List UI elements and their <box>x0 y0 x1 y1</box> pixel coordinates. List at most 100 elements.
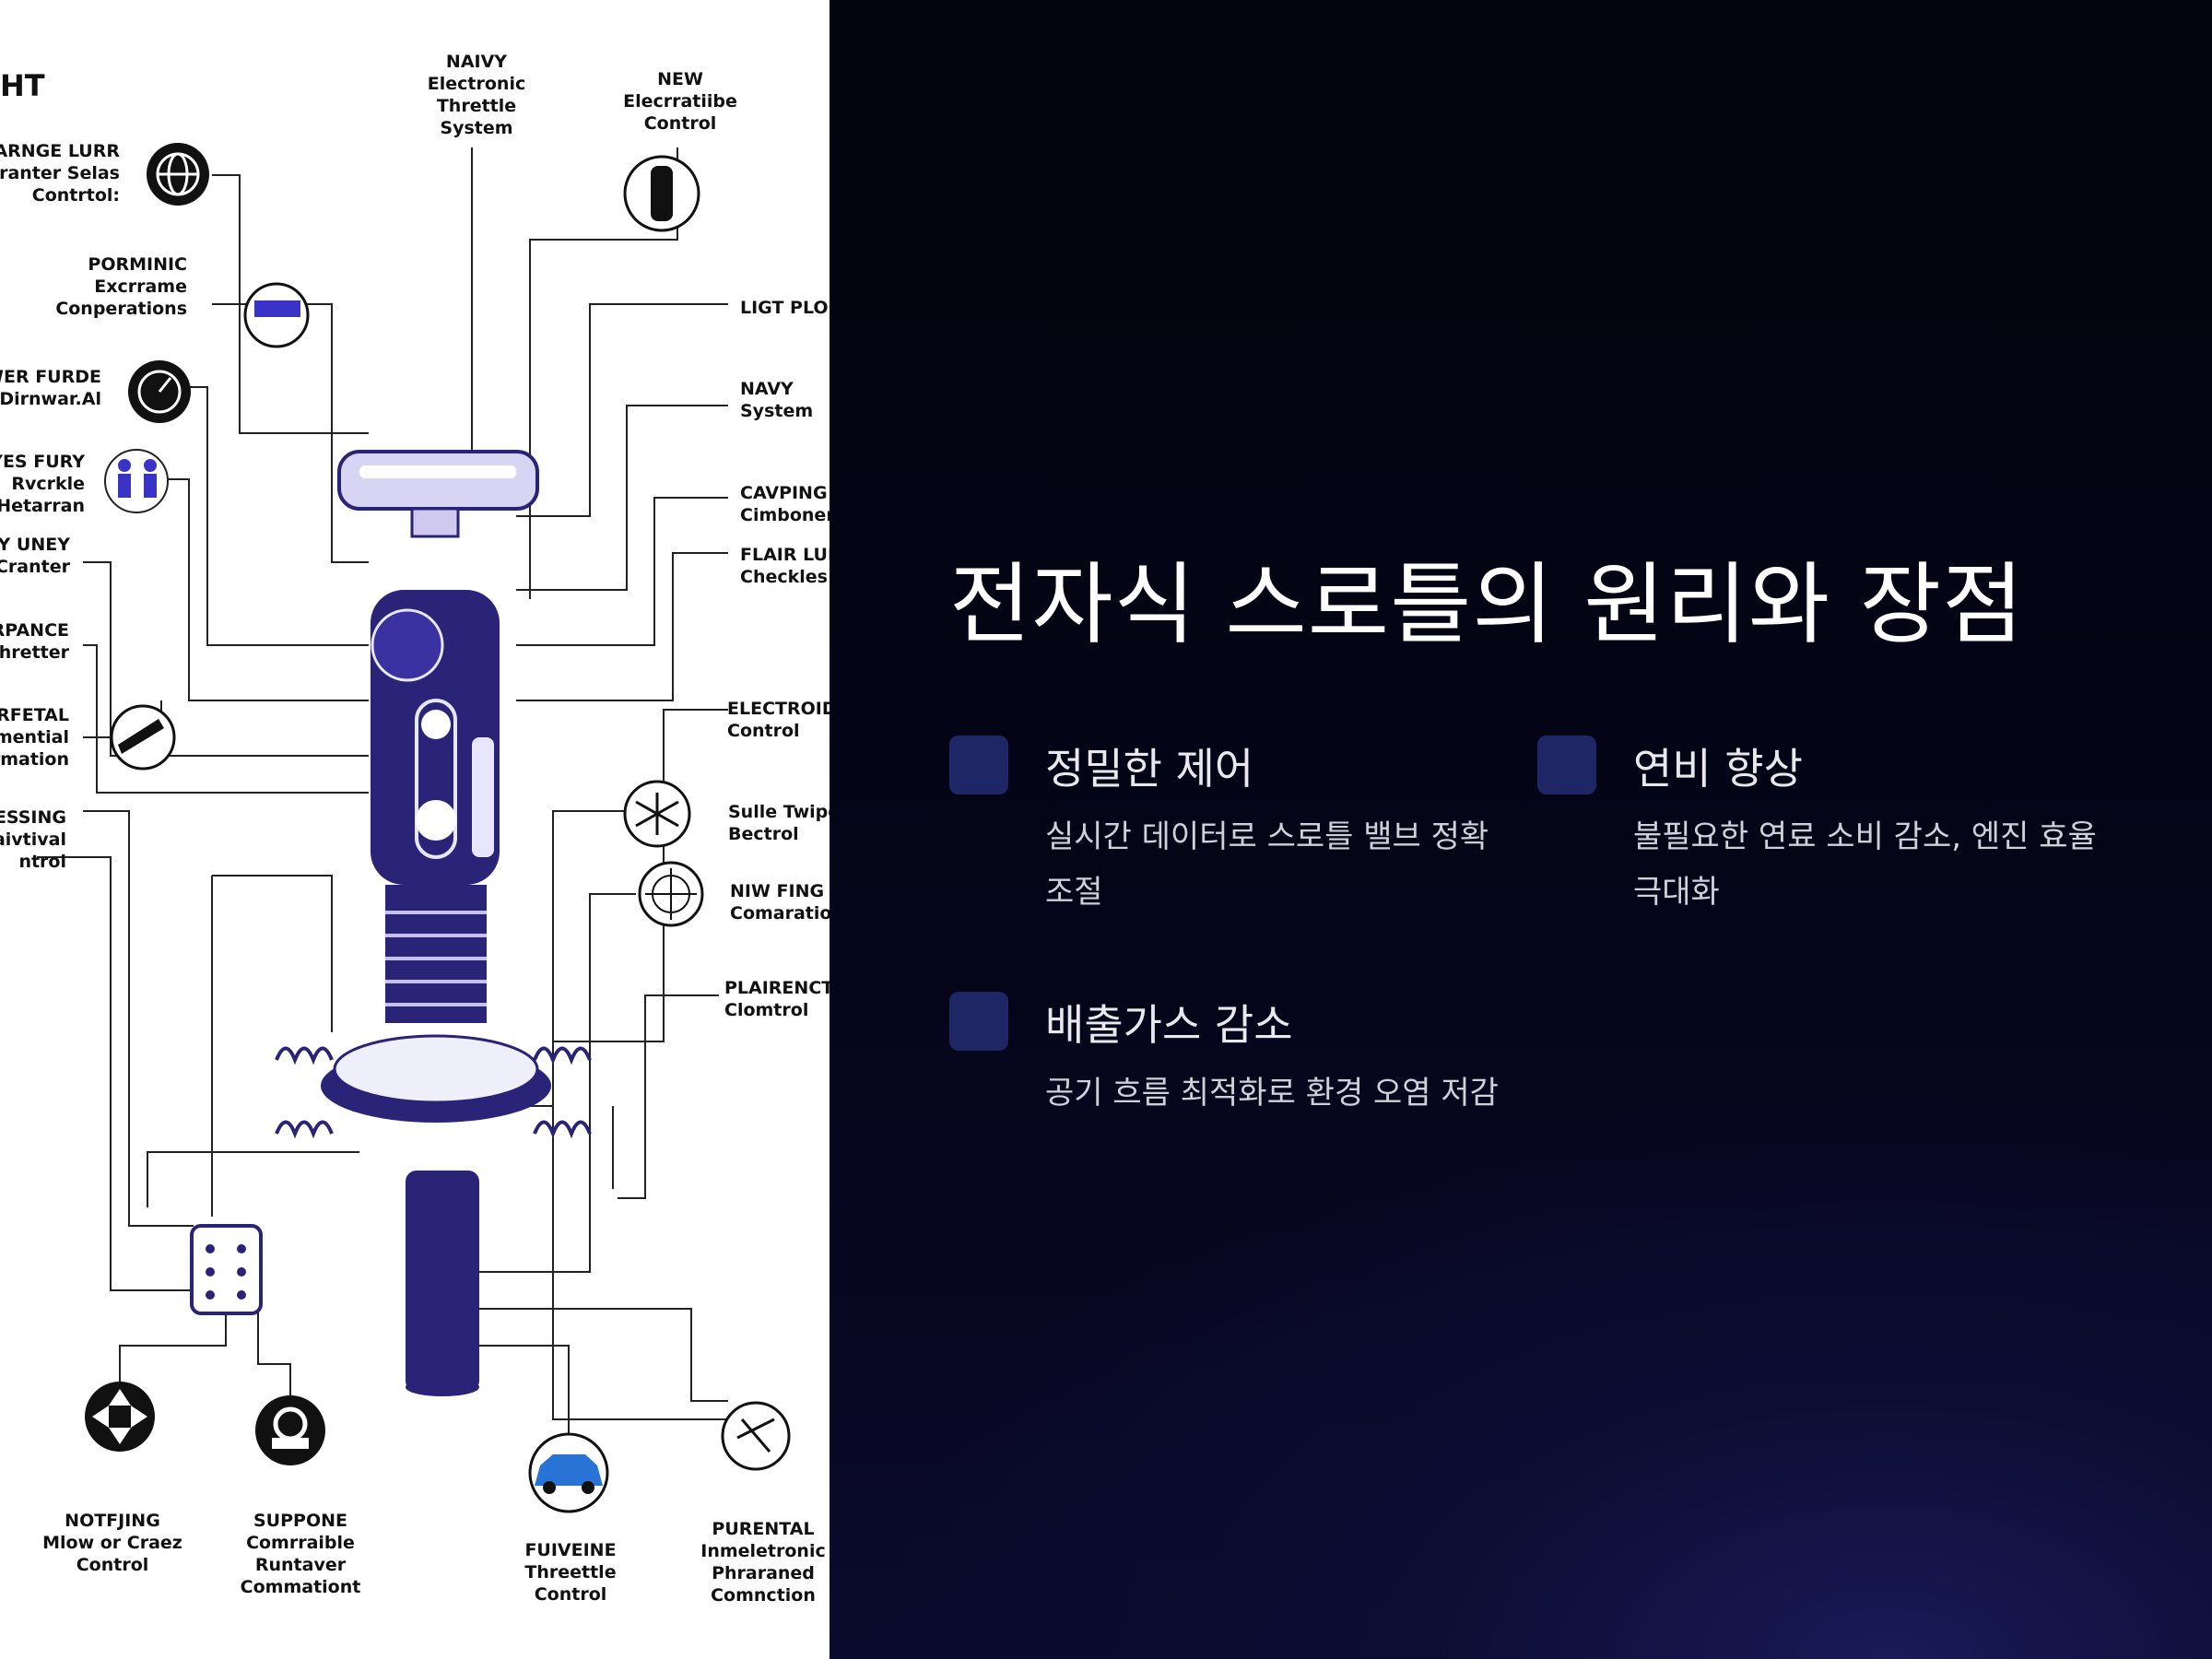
diagram-label-line: ARFETAL <box>0 705 69 725</box>
diagram-panel: HT <box>0 0 830 1659</box>
corner-label: HT <box>0 68 45 103</box>
connector-block <box>190 1224 263 1315</box>
gauge-icon <box>128 360 191 423</box>
diagram-label-line: NIW FING <box>730 881 824 901</box>
diagram-label-line: Conperations <box>55 299 187 319</box>
diagram-label-line: Electronic <box>428 74 525 94</box>
feature-heading: 배출가스 감소 <box>1045 1000 1293 1050</box>
diagram-label-line: Elecrratiibe <box>623 91 737 112</box>
sensor-pod-icon <box>623 155 700 232</box>
diagram-label-line: Excrrame <box>94 276 187 297</box>
diagram-label-line: WER FURDE <box>0 367 101 387</box>
diagram-label-line: Threttle <box>437 96 516 116</box>
diagram-label-line: Commationt <box>241 1577 361 1597</box>
spring-coils <box>275 1046 592 1139</box>
diagram-label-line: PORMINIC <box>88 254 187 275</box>
display-module-icon <box>243 282 310 348</box>
diagram-label-line: aivtival <box>0 830 66 850</box>
diagram-label-line: Dirnwar.Al <box>0 389 101 409</box>
diagram-label-line: System <box>440 118 512 138</box>
feature-description: 불필요한 연료 소비 감소, 엔진 효율 극대화 <box>1633 818 2097 911</box>
diagram-label-line: NOTFJING <box>65 1511 160 1531</box>
diagram-label-line: Sulle Twipe <box>728 802 830 822</box>
diagram-label-line: teranter Selas <box>0 163 120 183</box>
diagram-label-line: Hetarran <box>0 496 85 516</box>
feature-bullet-box <box>1537 735 1596 794</box>
people-icon <box>104 449 169 513</box>
diagram-label-l6: RPANCEhretter <box>0 620 70 663</box>
diagram-label-line: Runtaver <box>255 1555 347 1575</box>
diagram-label-line: Control <box>727 721 800 741</box>
directional-control-icon <box>85 1382 155 1452</box>
diagram-label-l7: ARFETALmentialrmation <box>0 705 69 770</box>
diagram-label-line: Control <box>535 1584 607 1605</box>
car-icon <box>528 1432 609 1513</box>
diagram-label-line: Comaratio <box>730 903 830 924</box>
diagram-label-line: mential <box>0 727 69 747</box>
diagram-label-line: Checkles <box>740 567 828 587</box>
diagram-label-line: FLAIR LUI <box>740 545 830 565</box>
diagram-label-line: Clomtrol <box>724 1000 808 1020</box>
diagram-label-line: EYES FURY <box>0 452 85 472</box>
feature-description: 실시간 데이터로 스로틀 밸브 정확 조절 <box>1045 818 1489 911</box>
diagram-label-line: Bectrol <box>728 824 799 844</box>
feature-bullet-box <box>949 992 1008 1051</box>
throttle-diagram: HT <box>0 52 830 1606</box>
diagram-label-line: SUPPONE <box>253 1511 347 1531</box>
diagram-label-line: Mlow or Craez <box>42 1533 182 1553</box>
diagram-label-line: Cranter <box>0 557 71 577</box>
diagram-label-line: Comnction <box>711 1585 816 1606</box>
diagram-label-line: RPANCE <box>0 620 69 641</box>
diagram-label-line: PLAIRENCT <box>724 978 830 998</box>
slide-panel: 전자식 스로틀의 원리와 장점 정밀한 제어 실시간 데이터로 스로틀 밸브 정… <box>830 0 2212 1659</box>
diagram-label-line: PURENTAL <box>712 1519 814 1539</box>
crosshair-icon <box>638 861 704 927</box>
diagram-label-line: Cimboner <box>740 505 830 525</box>
globe-icon <box>147 143 209 206</box>
throttle-assembly <box>321 450 551 1396</box>
diagram-label-line: Comrraible <box>246 1533 355 1553</box>
control-unit-icon <box>255 1395 325 1465</box>
diagram-label-line: LARNGE LURR <box>0 141 120 161</box>
diagram-label-line: System <box>740 401 813 421</box>
diagram-label-line: FUIVEINE <box>524 1540 616 1560</box>
diagram-label-line: rmation <box>0 749 69 770</box>
feature-bullet-box <box>949 735 1008 794</box>
diagram-label-line: NEW <box>657 69 703 89</box>
diagram-wires <box>37 147 728 1438</box>
diagram-label-line: CAVPING <box>740 483 828 503</box>
diagram-label-line: ELECTROID <box>727 699 830 719</box>
diagram-label-line: ESSING <box>0 807 66 828</box>
diagram-label-line: NAVY <box>740 379 794 399</box>
fan-icon <box>623 780 691 848</box>
diagram-label-line: Control <box>644 113 717 134</box>
feature-heading: 정밀한 제어 <box>1045 744 1254 794</box>
diagram-label-line: hretter <box>0 642 70 663</box>
feature-heading: 연비 향상 <box>1633 744 1803 794</box>
hand-sensor-icon <box>110 704 176 771</box>
connector-icon <box>721 1401 791 1471</box>
diagram-label-line: ntrol <box>18 852 66 872</box>
diagram-label-line: Inmeletronic <box>700 1541 826 1561</box>
